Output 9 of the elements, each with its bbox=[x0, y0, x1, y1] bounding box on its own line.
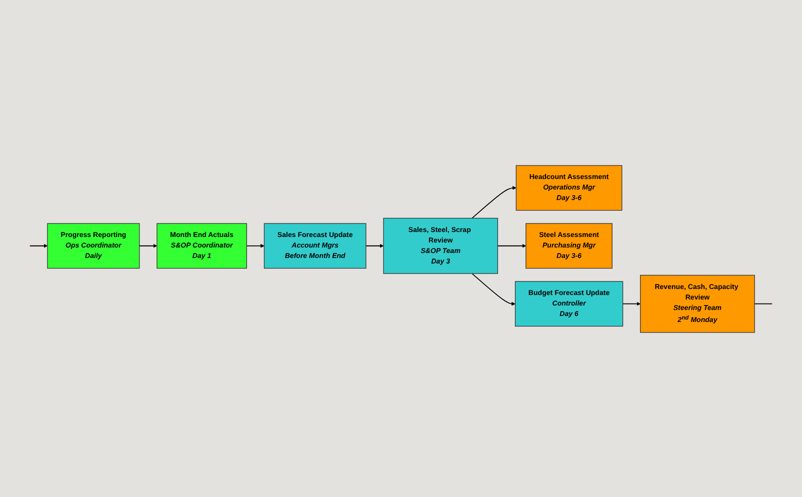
connector bbox=[754, 302, 773, 304]
arrow bbox=[366, 243, 384, 248]
arrow bbox=[497, 243, 526, 248]
arrow bbox=[29, 243, 48, 248]
arrow bbox=[246, 243, 264, 248]
arrow bbox=[472, 186, 516, 218]
arrow bbox=[622, 301, 641, 306]
arrow bbox=[138, 243, 158, 248]
arrow bbox=[472, 272, 516, 306]
